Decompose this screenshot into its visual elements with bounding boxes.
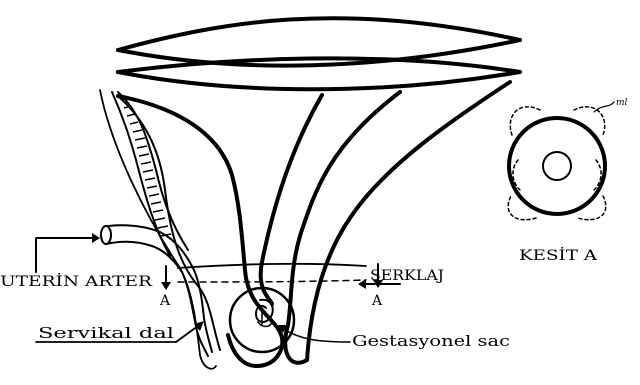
uterus-body-outline — [118, 82, 510, 366]
section-arrow-left — [161, 266, 171, 290]
section-label-left: A — [159, 293, 171, 309]
cerclage-band — [178, 264, 366, 282]
cross-section-title: KESİT A — [519, 246, 598, 264]
cross-section-diagram — [508, 102, 614, 220]
section-label-right: A — [371, 293, 383, 309]
cervical-branch-label: Servikal dal — [38, 324, 174, 342]
cerclage-label: SERKLAJ — [370, 268, 444, 284]
uterine-artery-label: UTERİN ARTER — [0, 272, 153, 290]
gestational-sac — [230, 288, 294, 352]
cervical-hatching — [121, 98, 171, 236]
gestational-sac-label: Gestasyonel sac — [352, 332, 510, 350]
uterine-artery-pointer — [36, 233, 100, 272]
cross-section-annotation: ml — [616, 98, 628, 108]
uterus-fundus — [118, 18, 520, 89]
